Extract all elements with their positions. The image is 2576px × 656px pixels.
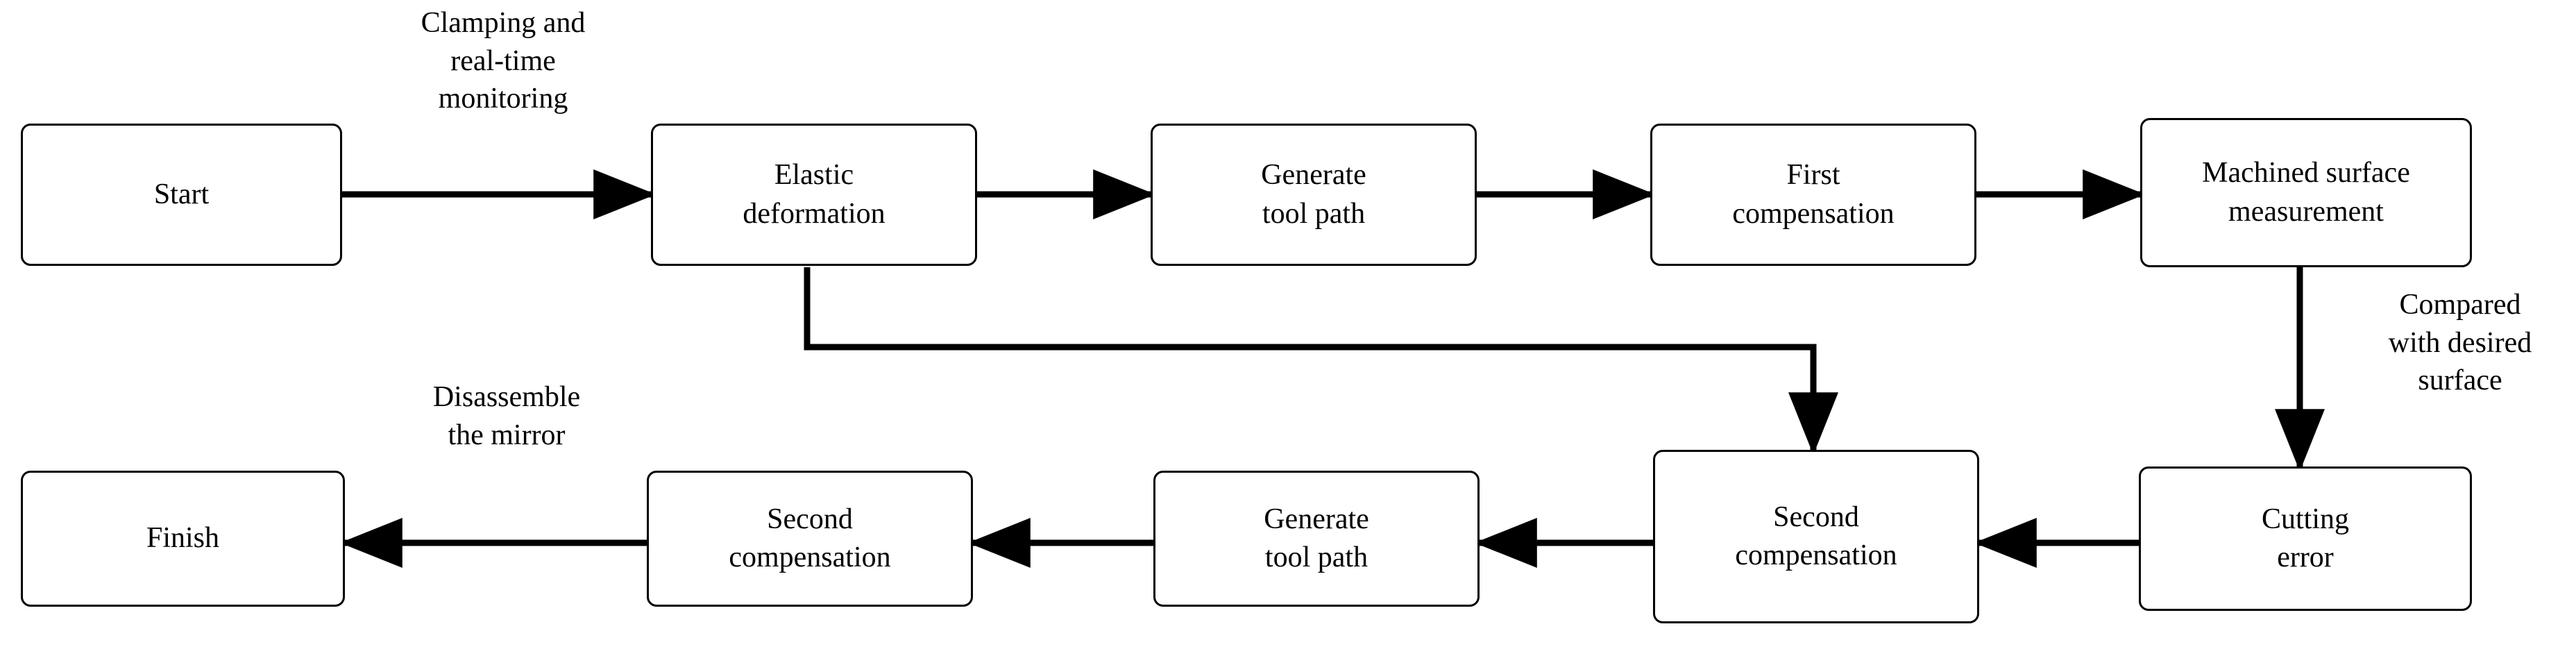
node-generate-tool-path-2[interactable]: Generate tool path — [1153, 471, 1480, 607]
node-first-compensation[interactable]: First compensation — [1650, 124, 1976, 266]
node-generate-tool-path-1-label: Generate tool path — [1261, 159, 1366, 230]
node-finish-label: Finish — [146, 522, 220, 555]
node-elastic-deformation-label: Elastic deformation — [743, 159, 886, 230]
edge-elastic-feedback-to-secondcomp1 — [804, 267, 1838, 455]
node-second-compensation-2-label: Second compensation — [729, 503, 891, 573]
edge-label-disassemble-the-mirror: Disassemble the mirror — [432, 381, 581, 451]
node-machined-surface-measurement[interactable]: Machined surface measurement — [2140, 118, 2472, 267]
node-finish[interactable]: Finish — [21, 471, 345, 607]
node-start[interactable]: Start — [21, 124, 342, 266]
node-machined-surface-measurement-label: Machined surface measurement — [2202, 157, 2410, 228]
node-cutting-error-label: Cutting error — [2261, 503, 2350, 573]
node-start-label: Start — [153, 178, 210, 210]
node-second-compensation-1[interactable]: Second compensation — [1653, 450, 1979, 623]
node-generate-tool-path-2-label: Generate tool path — [1264, 503, 1369, 573]
node-second-compensation-1-label: Second compensation — [1735, 501, 1897, 571]
edge-label-clamping-monitoring: Clamping and real-time monitoring — [421, 7, 586, 115]
node-cutting-error[interactable]: Cutting error — [2139, 466, 2472, 611]
node-elastic-deformation[interactable]: Elastic deformation — [651, 124, 977, 266]
node-second-compensation-2[interactable]: Second compensation — [647, 471, 973, 607]
node-first-compensation-label: First compensation — [1732, 159, 1895, 230]
edge-label-compared-with-desired-surface: Compared with desired surface — [2388, 289, 2532, 397]
node-generate-tool-path-1[interactable]: Generate tool path — [1151, 124, 1477, 266]
